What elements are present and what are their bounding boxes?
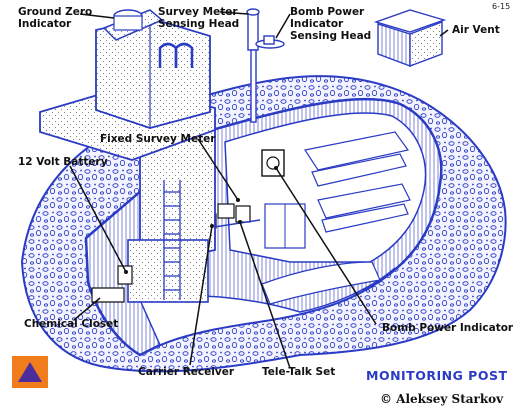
shaft-lower (127, 239, 209, 303)
diagram-title: MONITORING POST (366, 368, 508, 383)
label-survey-head: Survey Meter Sensing Head (158, 6, 239, 30)
fixed-survey-meter (217, 203, 235, 219)
badge-triangle (18, 362, 42, 382)
label-chemical-closet: Chemical Closet (24, 318, 119, 330)
label-ground-zero-line2: Indicator (18, 18, 72, 30)
credit-text: © Aleksey Starkov (380, 392, 504, 406)
label-battery: 12 Volt Battery (18, 156, 108, 168)
label-survey-head-line2: Sensing Head (158, 18, 240, 30)
room-floor (138, 267, 396, 346)
label-ground-zero-line1: Ground Zero (18, 6, 93, 18)
leader-lines (69, 11, 449, 369)
ladder (163, 180, 181, 300)
label-bomb-power-head-line1: Bomb Power (290, 6, 365, 18)
label-bomb-power-head-line3: Sensing Head (290, 30, 372, 42)
air-vent-hut (373, 9, 447, 68)
label-bomb-power-head: Bomb Power Indicator Sensing Head (290, 6, 371, 42)
label-bomb-power-indicator: Bomb Power Indicator (382, 322, 514, 334)
bunk-beds (261, 131, 411, 305)
battery (117, 265, 133, 285)
label-air-vent: Air Vent (452, 24, 500, 36)
label-survey-head-line1: Survey Meter (158, 6, 238, 18)
label-carrier-receiver: Carrier Receiver (138, 366, 234, 378)
label-tele-talk: Tele-Talk Set (262, 366, 336, 378)
survey-meter-mast (246, 8, 285, 123)
label-bomb-power-head-line2: Indicator (290, 18, 344, 30)
tele-talk-set (235, 205, 251, 223)
label-ground-zero: Ground Zero Indicator (18, 6, 92, 30)
label-fixed-survey-meter: Fixed Survey Meter (100, 133, 216, 145)
figure-code: 6-15 (492, 2, 511, 11)
